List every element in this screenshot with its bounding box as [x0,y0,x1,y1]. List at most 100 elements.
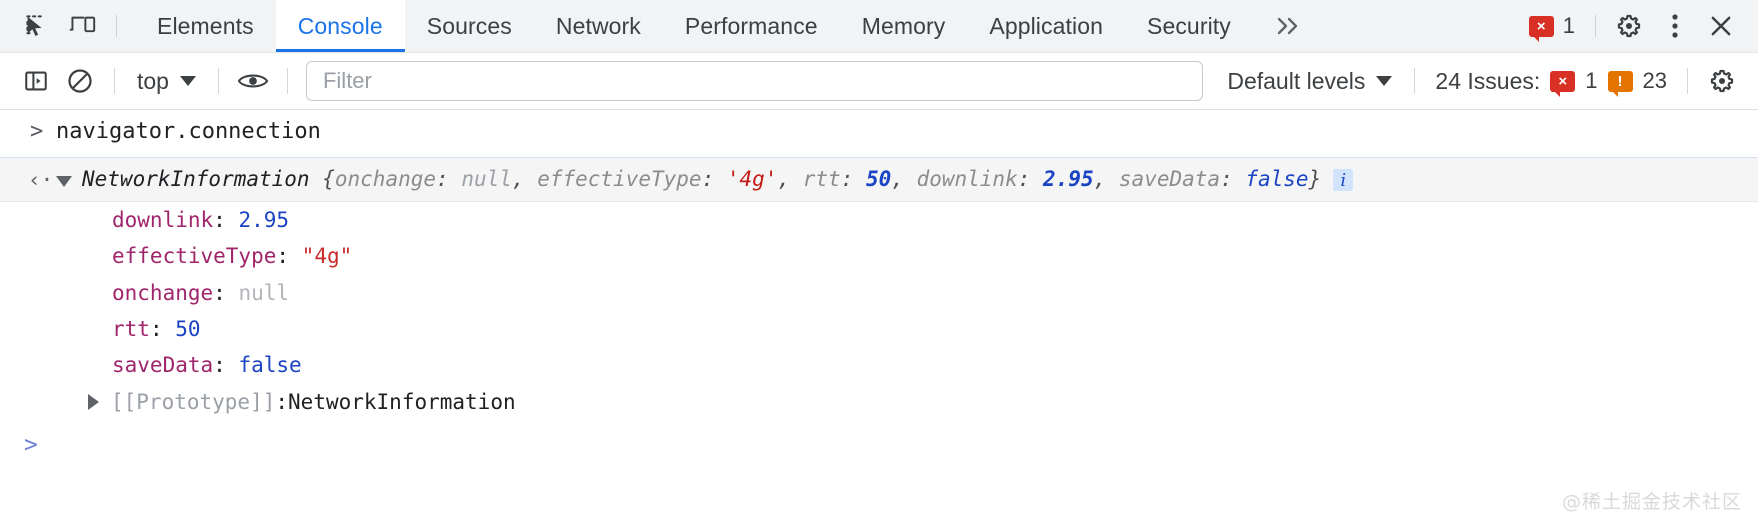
object-property-row[interactable]: onchange: null [0,275,1758,311]
tab-elements[interactable]: Elements [135,0,276,52]
gear-icon[interactable] [1700,61,1744,101]
console-result-row[interactable]: ‹· NetworkInformation {onchange: null, e… [0,158,1758,202]
preview-prop-name: saveData [1118,167,1221,192]
collapse-triangle-icon[interactable] [88,393,99,410]
preview-prop-separator: : [436,167,462,192]
tab-sources[interactable]: Sources [405,0,534,52]
console-input-row[interactable]: > [0,420,1758,460]
watermark: @稀土掘金技术社区 [1561,491,1742,513]
tab-application[interactable]: Application [967,0,1125,52]
expand-triangle-icon[interactable] [56,175,72,187]
live-expression-eye-icon[interactable] [231,61,275,101]
error-bubble-icon: × [1528,15,1554,42]
execution-context-label: top [137,67,169,94]
toolbar-divider [286,68,288,94]
preview-prop-separator: : [701,167,727,192]
tab-label: Console [297,12,383,39]
console-sidebar-icon[interactable] [14,61,58,101]
property-key: saveData [112,353,214,378]
error-count-badge[interactable]: × 1 [1519,13,1585,42]
console-command-row[interactable]: > navigator.connection [0,110,1758,158]
property-value: 2.95 [238,208,290,232]
object-property-row[interactable]: rtt: 50 [0,311,1758,347]
close-brace: } [1308,167,1322,192]
tab-network[interactable]: Network [534,0,663,52]
inspect-element-icon[interactable] [14,6,60,46]
issues-error-glyph: × [1558,72,1568,90]
toolbar-divider [1687,68,1688,94]
property-separator: : [213,280,239,305]
chevron-down-icon [179,76,196,86]
close-icon[interactable] [1698,6,1744,46]
issues-counter[interactable]: 24 Issues: × 1 ! 23 [1427,68,1675,97]
property-key: onchange [112,280,214,305]
filter-input[interactable] [320,67,1189,95]
tab-label: Security [1147,12,1231,39]
execution-context-selector[interactable]: top [127,63,206,99]
tabbar-left-tools [0,0,127,52]
kebab-menu-icon[interactable] [1652,6,1698,46]
property-value: 50 [175,317,201,342]
devtools-tabbar: Elements Console Sources Network Perform… [0,0,1758,53]
tab-label: Sources [426,12,512,39]
toolbar-divider [114,68,115,94]
issues-error-bubble-icon: × [1550,70,1576,97]
property-separator: : [276,244,302,269]
tab-label: Elements [157,12,254,39]
clear-console-icon[interactable] [58,61,102,101]
tab-label: Memory [861,12,946,39]
tab-memory[interactable]: Memory [840,0,968,52]
toolbar-divider [217,68,219,94]
property-value: "4g" [301,244,353,269]
object-preview: NetworkInformation {onchange: null, effe… [82,166,1321,193]
preview-prop-name: onchange [334,167,437,192]
error-glyph: × [1536,17,1546,35]
console-message-list[interactable]: > navigator.connection ‹· NetworkInforma… [0,110,1758,522]
preview-prop-value: null [461,167,512,192]
preview-properties: onchange: null, effectiveType: '4g', rtt… [335,167,1309,191]
object-property-row[interactable]: effectiveType: "4g" [0,238,1758,274]
issues-warning-count: 23 [1642,68,1667,93]
device-toolbar-icon[interactable] [60,6,106,46]
preview-comma: , [891,167,917,192]
preview-prop-name: effectiveType [537,167,702,192]
toolbar-divider [1595,15,1596,37]
property-key: effectiveType [112,244,277,269]
return-value-arrow-icon: ‹· [28,168,54,193]
prototype-separator: : [275,389,289,414]
property-key: downlink [112,208,214,232]
preview-prop-value: 2.95 [1043,167,1094,192]
tab-console[interactable]: Console [275,0,405,52]
property-value: null [238,280,290,305]
preview-prop-separator: : [840,167,866,192]
tab-label: Performance [684,12,818,39]
error-count: 1 [1562,13,1575,38]
property-value: false [238,353,302,378]
tabbar-right-tools: × 1 [1519,0,1758,52]
object-constructor-name: NetworkInformation [82,167,310,192]
object-property-row[interactable]: downlink: 2.95 [0,202,1758,238]
tab-security[interactable]: Security [1125,0,1253,52]
tab-performance[interactable]: Performance [663,0,840,52]
open-brace: { [309,167,335,192]
property-separator: : [213,208,239,232]
panel-tabs: Elements Console Sources Network Perform… [135,0,1519,52]
tab-label: Application [989,12,1103,39]
more-tabs-icon[interactable] [1253,0,1323,52]
object-property-row[interactable]: saveData: false [0,347,1758,383]
gear-icon[interactable] [1606,6,1652,46]
prototype-row[interactable]: [[Prototype]]: NetworkInformation [0,384,1758,420]
command-prompt-chevron: > [30,119,44,144]
preview-prop-name: downlink [916,167,1018,192]
preview-prop-value: 50 [865,167,892,192]
prototype-key: [[Prototype]] [111,389,276,414]
filter-input-wrapper[interactable] [305,61,1204,101]
preview-prop-value: '4g' [726,167,778,192]
info-icon[interactable]: i [1333,169,1354,191]
log-levels-selector[interactable]: Default levels [1217,63,1402,99]
tab-label: Network [555,12,641,39]
preview-comma: , [1093,167,1119,192]
preview-prop-value: false [1245,167,1309,192]
preview-comma: , [777,167,803,192]
